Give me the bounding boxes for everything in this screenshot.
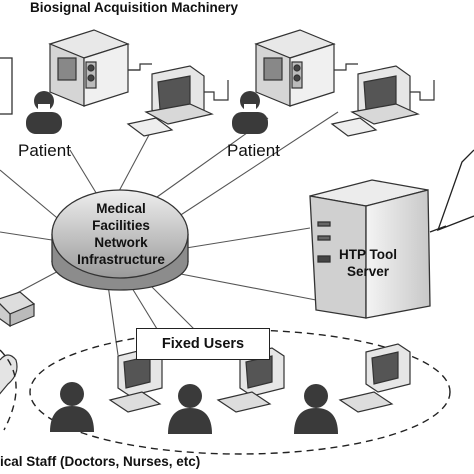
diagram-title: Biosignal Acquisition Machinery	[30, 0, 239, 15]
link-fixed-users-1	[107, 284, 119, 356]
htp-tool-server	[309, 179, 431, 319]
partial-printer-left	[0, 291, 36, 395]
server-label: HTP Tool Server	[330, 246, 406, 280]
server-label-line: Server	[346, 264, 390, 279]
link-server-bottom	[159, 269, 317, 301]
link-left	[0, 231, 53, 241]
server-label-line: HTP Tool	[339, 247, 397, 262]
staff-group-arc	[0, 349, 17, 431]
hub-label-line: Medical	[96, 201, 146, 216]
staff-label: ical Staff (Doctors, Nurses, etc)	[0, 454, 201, 469]
biosignal-machine-right	[254, 29, 358, 107]
link-workstation-right	[169, 111, 339, 223]
network-links	[0, 111, 339, 356]
workstation-right	[330, 65, 435, 137]
biosignal-machine-left	[48, 29, 140, 107]
fixed-user-station-3	[294, 343, 411, 434]
fixed-user-station-2	[168, 347, 285, 434]
callout-bubble	[429, 149, 474, 233]
fixed-users-label: Fixed Users	[136, 328, 270, 360]
partial-device-left	[0, 57, 13, 115]
network-hub	[51, 189, 189, 291]
fixed-user-station-1	[50, 347, 163, 432]
workstation-left	[126, 63, 229, 137]
link-left-top	[0, 169, 63, 223]
hub-label: Medical Facilities Network Infrastructur…	[56, 200, 186, 268]
link-server	[185, 227, 311, 249]
hub-label-line: Facilities	[92, 218, 150, 233]
patient-left-icon	[26, 91, 62, 134]
patient-left-label: Patient	[18, 141, 71, 160]
hub-label-line: Infrastructure	[77, 252, 165, 267]
hub-label-line: Network	[94, 235, 148, 250]
patient-right-icon	[232, 91, 268, 134]
patient-right-label: Patient	[227, 141, 280, 160]
link-patient-left	[69, 149, 99, 197]
